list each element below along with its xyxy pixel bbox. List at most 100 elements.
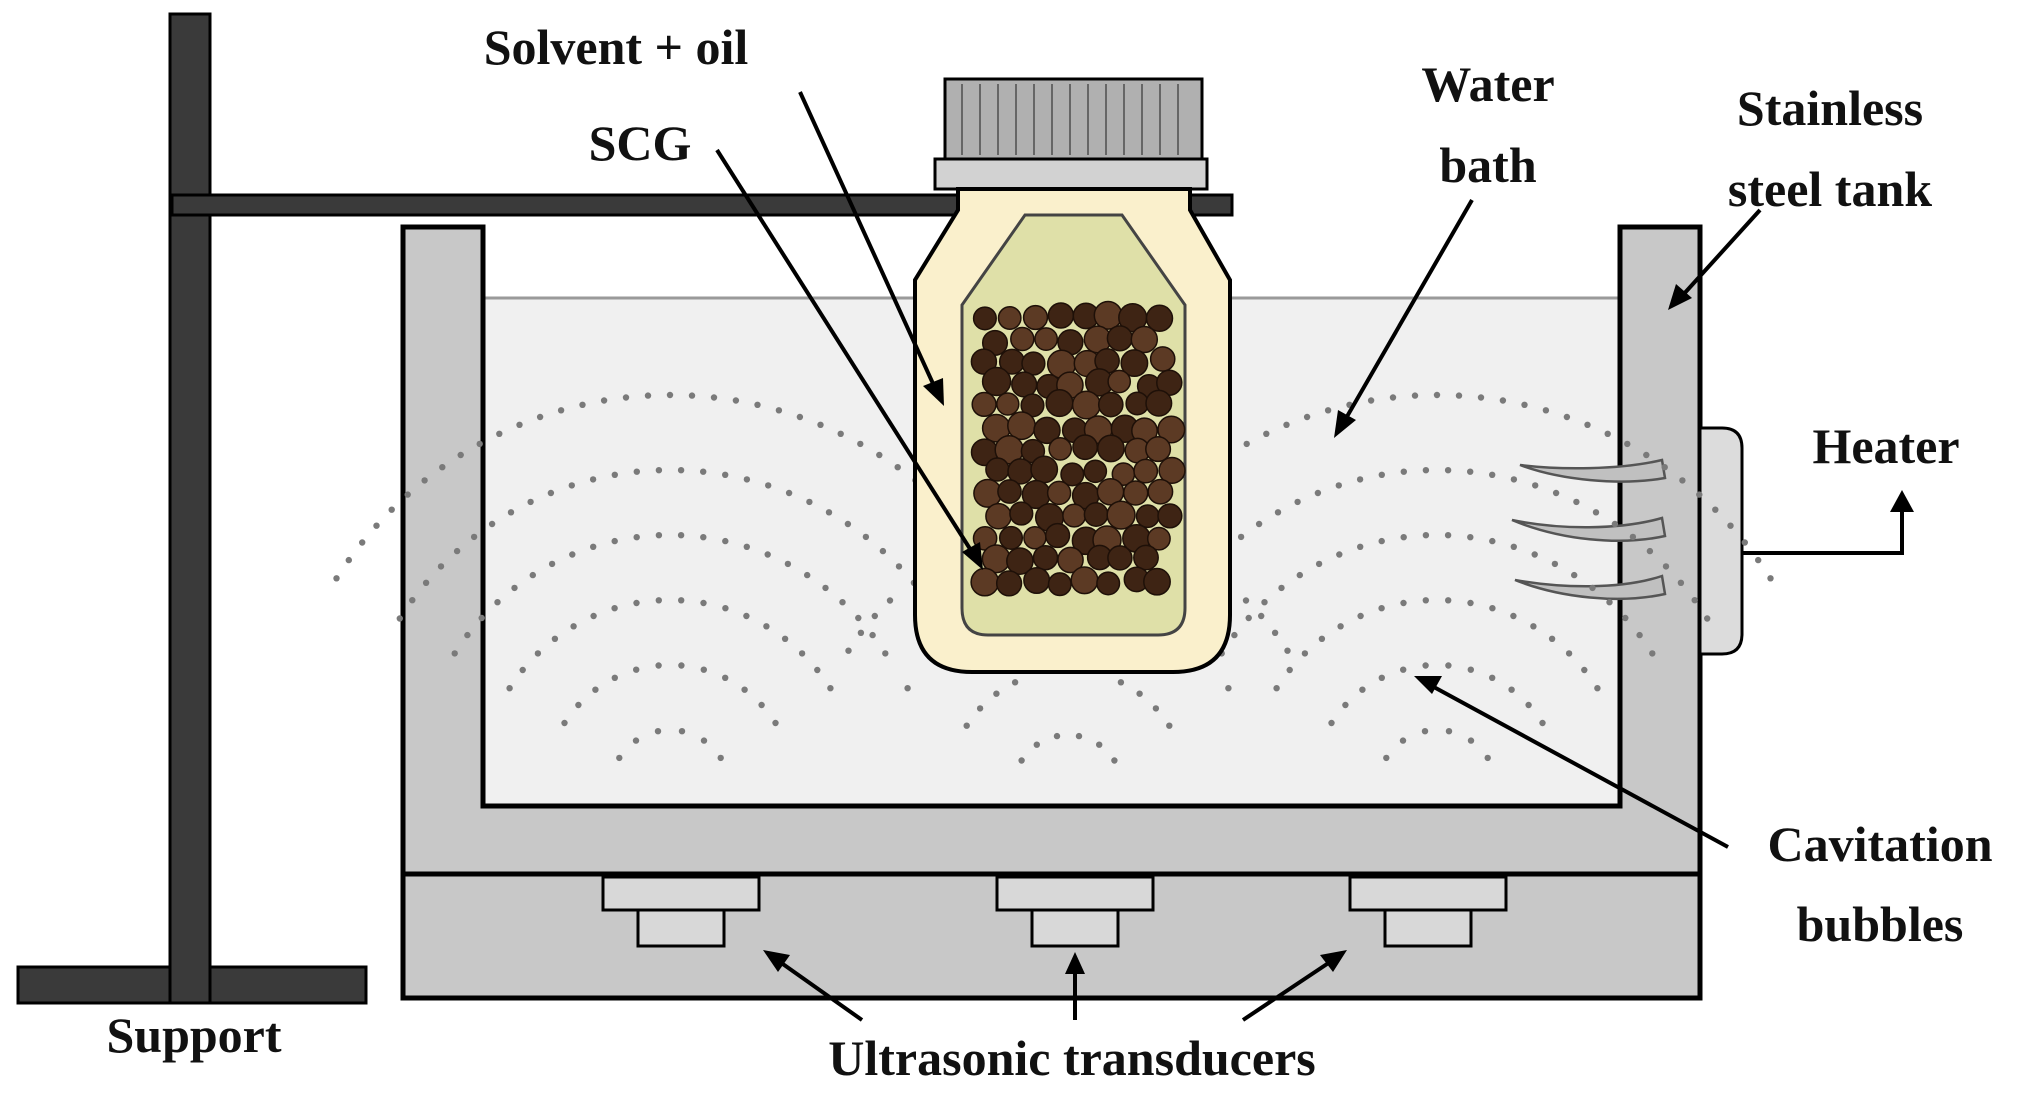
cavitation-bubble	[1152, 705, 1160, 712]
coffee-ground-particle	[1106, 500, 1136, 530]
cavitation-bubble	[1136, 690, 1143, 697]
cavitation-bubble	[590, 543, 597, 550]
cavitation-bubble	[1411, 392, 1419, 399]
cavitation-bubble	[1741, 539, 1749, 546]
cavitation-bubble	[1335, 482, 1343, 489]
cavitation-bubble	[359, 539, 366, 546]
transducer-arrow-3	[1241, 950, 1347, 1022]
water-bath-arrow	[1334, 199, 1474, 438]
cavitation-bubble	[1445, 728, 1453, 735]
coffee-ground-particle	[1044, 522, 1071, 549]
coffee-ground-particle	[997, 306, 1022, 330]
cavitation-bubble	[527, 498, 534, 506]
label-heater: Heater	[1812, 418, 1959, 474]
cavitation-bubble	[1336, 551, 1343, 558]
cavitation-bubble	[557, 407, 565, 414]
cavitation-bubble	[796, 413, 804, 421]
coffee-ground-particle	[1010, 326, 1035, 352]
cavitation-bubble	[633, 666, 640, 673]
cavitation-bubble	[700, 666, 707, 673]
cavitation-bubble	[488, 520, 496, 528]
cavitation-bubble	[827, 685, 834, 692]
cavitation-bubble	[798, 650, 806, 657]
coffee-ground-particle	[995, 570, 1023, 597]
steel-tank-arrow	[1668, 208, 1762, 310]
coffee-ground-particle	[1030, 455, 1059, 484]
cavitation-bubble	[1477, 394, 1485, 401]
cavitation-bubble	[437, 563, 445, 570]
cavitation-bubble	[1525, 701, 1532, 709]
cavitation-bubble	[1696, 491, 1703, 498]
cavitation-bubble	[345, 556, 352, 564]
transducer-2	[995, 875, 1155, 948]
cavitation-bubble	[570, 623, 577, 630]
cavitation-bubble	[1467, 666, 1475, 673]
cavitation-bubble	[1712, 506, 1719, 513]
cavitation-bubble	[1271, 629, 1279, 636]
coffee-ground-particle	[1062, 503, 1087, 528]
cavitation-bubble	[814, 666, 821, 674]
coffee-ground-particle	[1072, 434, 1099, 461]
label-ultrasonic-transducers: Ultrasonic transducers	[828, 1030, 1315, 1086]
cavitation-bubble	[548, 560, 556, 568]
coffee-ground-particle	[972, 306, 997, 331]
coffee-ground-particle	[1135, 504, 1160, 529]
cavitation-bubble	[1499, 397, 1507, 404]
cavitation-bubble	[717, 754, 724, 762]
cavitation-bubble	[1679, 477, 1686, 484]
cavitation-bubble	[1594, 685, 1601, 692]
cavitation-bubble	[666, 391, 674, 399]
cavitation-bubble	[1532, 482, 1539, 489]
cavitation-bubble	[519, 666, 526, 674]
coffee-ground-particle	[970, 567, 1000, 597]
cavitation-bubble	[1400, 666, 1407, 673]
cavitation-bubble	[1400, 599, 1407, 607]
cavitation-bubble	[845, 647, 852, 654]
cavitation-bubble	[765, 482, 772, 489]
coffee-ground-particle	[1096, 571, 1121, 596]
cavitation-bubble	[1636, 631, 1643, 639]
cavitation-bubble	[895, 563, 903, 570]
cavitation-bubble	[763, 623, 770, 630]
cavitation-bubble	[494, 599, 501, 606]
cavitation-bubble	[1604, 430, 1611, 437]
cavitation-bubble	[1096, 741, 1103, 748]
cavitation-bubble	[1337, 623, 1344, 630]
cavitation-bubble	[700, 534, 707, 541]
cavitation-bubble	[837, 430, 844, 437]
cavitation-bubble	[655, 662, 662, 669]
cavitation-bubble	[1467, 737, 1475, 744]
coffee-ground-particle	[1011, 371, 1038, 398]
cavitation-bubble	[516, 421, 523, 428]
cavitation-bubble	[616, 754, 623, 762]
cavitation-bubble	[655, 532, 663, 539]
cavitation-bubble	[732, 397, 740, 404]
cavitation-bubble	[1489, 471, 1496, 478]
transducer-arrow-2	[1065, 952, 1085, 1020]
cavitation-bubble	[1467, 534, 1474, 541]
cavitation-bubble	[754, 401, 761, 408]
cavitation-bubble	[1433, 391, 1441, 399]
cavitation-bubble	[1075, 732, 1083, 740]
cavitation-bubble	[772, 719, 779, 727]
cavitation-bubble	[894, 464, 901, 471]
cavitation-bubble	[655, 597, 662, 604]
coffee-ground-particle	[1006, 547, 1034, 575]
cavitation-bubble	[1018, 757, 1025, 764]
coffee-ground-particle	[1133, 544, 1159, 571]
cavitation-bubble	[784, 560, 792, 568]
coffee-grounds	[970, 300, 1186, 597]
cavitation-bubble	[1629, 533, 1637, 541]
cavitation-bubble	[1231, 631, 1238, 639]
cavitation-bubble	[722, 537, 729, 545]
cavitation-bubble	[464, 631, 471, 639]
cavitation-bubble	[822, 584, 829, 592]
transducer-arrow-1	[763, 950, 864, 1022]
coffee-ground-particle	[1083, 502, 1109, 527]
cavitation-bubble	[1378, 471, 1386, 478]
cavitation-bubble	[1422, 532, 1430, 539]
cavitation-bubble	[839, 599, 846, 606]
cavitation-bubble	[451, 650, 458, 657]
coffee-ground-particle	[1083, 459, 1108, 484]
coffee-ground-particle	[1107, 369, 1132, 394]
